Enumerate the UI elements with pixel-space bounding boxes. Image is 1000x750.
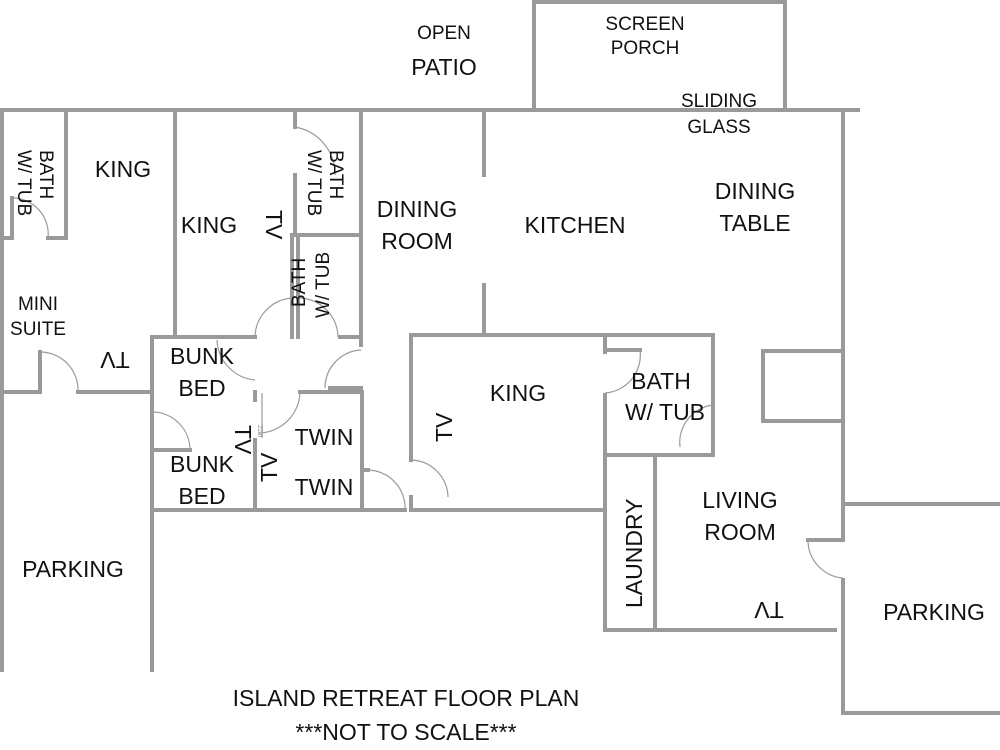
label-bunk-bed-2b: BED xyxy=(178,483,225,509)
door-mini-suite xyxy=(39,351,79,393)
door-living-exit xyxy=(807,539,844,579)
label-dining-room-1: DINING xyxy=(377,196,458,222)
door-bath-upper xyxy=(294,126,336,176)
label-king-center: KING xyxy=(490,380,546,406)
doors: 22.0' xyxy=(11,126,844,579)
label-bunk-bed-1b: BED xyxy=(178,375,225,401)
door-king-center xyxy=(410,459,449,498)
label-tv-bunk: TV xyxy=(230,425,256,455)
door-dining-hall xyxy=(324,349,362,389)
label-living-room-2: ROOM xyxy=(704,519,776,545)
door-bath-center-2 xyxy=(679,404,714,448)
label-tv-king-middle: TV xyxy=(261,210,287,240)
label-laundry: LAUNDRY xyxy=(621,499,647,609)
label-bunk-bed-1a: BUNK xyxy=(170,343,235,369)
label-mini-suite-1: MINI xyxy=(18,294,58,315)
wall-screen-porch xyxy=(532,0,787,112)
wall-center-king xyxy=(409,333,715,462)
label-bath-center-2: W/ TUB xyxy=(625,399,705,425)
door-king-middle xyxy=(254,297,293,338)
label-bath-lower-1: BATH xyxy=(289,258,310,307)
fireplace-box xyxy=(761,349,845,423)
door-bath-center xyxy=(604,349,641,394)
door-twin xyxy=(257,391,301,434)
label-screen-porch-2: PORCH xyxy=(611,38,680,59)
label-bath-left-1: BATH xyxy=(35,150,56,199)
label-twin-1: TWIN xyxy=(295,424,354,450)
door-bath-lower xyxy=(297,297,339,338)
label-open-patio-1: OPEN xyxy=(417,23,471,44)
label-tv-living: TV xyxy=(754,597,784,623)
label-tv-twin: TV xyxy=(256,452,282,482)
svg-text:22.0': 22.0' xyxy=(256,425,264,439)
label-open-patio-2: PATIO xyxy=(411,54,477,80)
label-dining-room-2: ROOM xyxy=(381,228,453,254)
label-sliding-glass-2: GLASS xyxy=(687,117,750,138)
label-screen-porch-1: SCREEN xyxy=(605,14,684,35)
door-hall-exit xyxy=(367,469,406,511)
plan-subtitle: ***NOT TO SCALE*** xyxy=(295,719,516,745)
label-dining-table-2: TABLE xyxy=(719,210,790,236)
walls xyxy=(0,0,1000,715)
room-labels: OPEN PATIO SCREEN PORCH SLIDING GLASS BA… xyxy=(10,14,985,625)
plan-title: ISLAND RETREAT FLOOR PLAN xyxy=(233,685,580,711)
door-bunk-2 xyxy=(151,411,191,451)
label-bunk-bed-2a: BUNK xyxy=(170,451,235,477)
label-tv-mini-suite: TV xyxy=(100,347,130,373)
door-bath-left xyxy=(11,197,49,239)
label-bath-center-1: BATH xyxy=(631,368,691,394)
label-king-left: KING xyxy=(95,156,151,182)
label-bath-lower-2: W/ TUB xyxy=(313,252,334,318)
label-bath-upper-2: W/ TUB xyxy=(303,150,324,216)
label-parking-left: PARKING xyxy=(22,556,124,582)
label-mini-suite-2: SUITE xyxy=(10,319,66,340)
label-king-middle: KING xyxy=(181,212,237,238)
label-kitchen: KITCHEN xyxy=(525,212,626,238)
label-living-room-1: LIVING xyxy=(702,487,777,513)
door-bunk-1 xyxy=(216,339,256,381)
label-tv-king-center: TV xyxy=(431,412,457,442)
label-bath-upper-1: BATH xyxy=(325,150,346,199)
label-twin-2: TWIN xyxy=(295,474,354,500)
label-bath-left-2: W/ TUB xyxy=(13,150,34,216)
label-dining-table-1: DINING xyxy=(715,178,796,204)
label-sliding-glass-1: SLIDING xyxy=(681,91,757,112)
label-parking-right: PARKING xyxy=(883,599,985,625)
